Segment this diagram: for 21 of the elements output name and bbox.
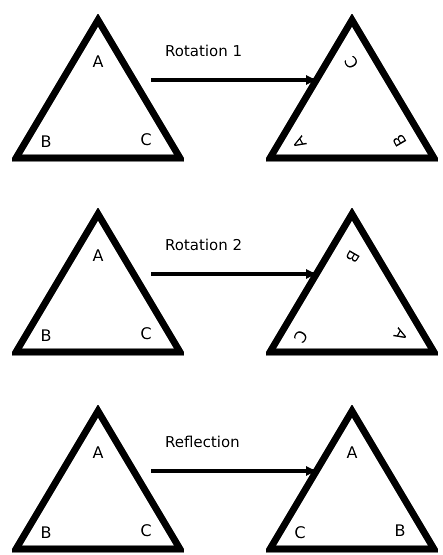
vertex-label: A bbox=[92, 445, 104, 461]
vertex-label: A bbox=[92, 248, 104, 264]
vertex-label: C bbox=[289, 326, 311, 347]
arrow bbox=[151, 269, 316, 279]
vertex-label: B bbox=[389, 130, 411, 151]
vertex-label: C bbox=[293, 525, 307, 541]
vertex-label: B bbox=[40, 134, 52, 150]
vertex-label: B bbox=[40, 525, 52, 541]
vertex-label: C bbox=[139, 132, 153, 148]
vertex-label: B bbox=[341, 246, 363, 267]
vertex-label: C bbox=[341, 52, 363, 73]
vertex-label: B bbox=[394, 523, 406, 539]
arrow bbox=[151, 466, 316, 476]
vertex-label: A bbox=[92, 54, 104, 70]
vertex-label: A bbox=[389, 324, 411, 345]
vertex-label: C bbox=[139, 523, 153, 539]
vertex-label: A bbox=[346, 445, 358, 461]
vertex-label: C bbox=[139, 326, 153, 342]
vertex-label: A bbox=[289, 132, 311, 153]
arrow bbox=[151, 75, 316, 85]
vertex-label: B bbox=[40, 328, 52, 344]
